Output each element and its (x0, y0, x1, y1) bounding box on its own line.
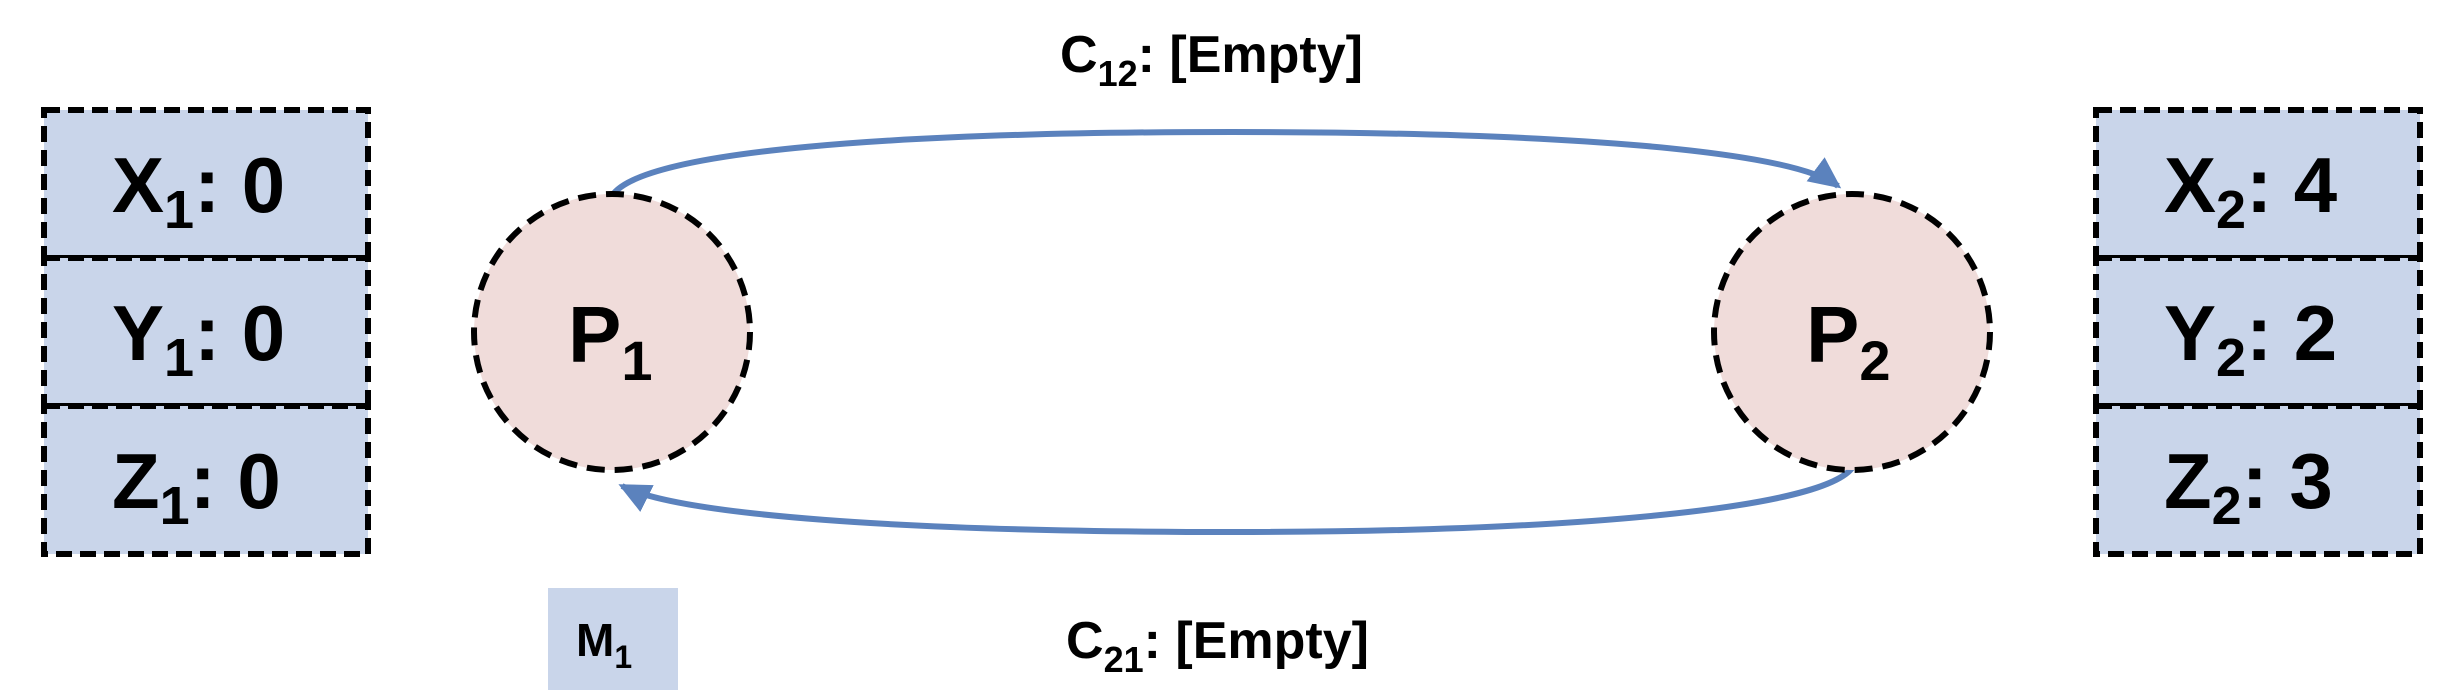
process-1-label: P1 (568, 290, 653, 392)
p1-var-x-value: 0 (242, 141, 285, 229)
channel-21-arrow (618, 466, 1855, 536)
channel-12-arrow (609, 128, 1842, 198)
p1-var-y-name: Y (112, 289, 164, 377)
p2-cell-x (2093, 107, 2423, 261)
p1-var-x: X1: 0 (112, 141, 285, 240)
p1-var-y: Y1: 0 (112, 289, 285, 388)
p2-var-y: Y2: 2 (2164, 289, 2337, 388)
channel-21-name: C (1066, 612, 1104, 670)
p1-cell-y (41, 255, 371, 409)
marker-m1-name: M (576, 614, 614, 666)
process-2-name: P (1806, 290, 1859, 379)
p2-var-y-value: 2 (2294, 289, 2337, 377)
p1-var-x-sep: : (194, 141, 242, 229)
p1-var-z-sep: : (190, 437, 238, 525)
marker-m1-label: M1 (576, 614, 632, 675)
p2-var-z-sep: : (2242, 437, 2290, 525)
channel-12-content: [Empty] (1169, 26, 1363, 84)
p2-var-z-value: 3 (2289, 437, 2332, 525)
process-1-circle (471, 191, 753, 473)
marker-m1-box (548, 588, 678, 690)
channel-21-label: C21: [Empty] (1066, 612, 1369, 680)
p2-var-x: X2: 4 (2164, 141, 2337, 240)
process-2-circle (1711, 191, 1993, 473)
p2-var-y-index: 2 (2216, 328, 2246, 388)
p2-cell-z (2093, 403, 2423, 557)
p1-var-z: Z1: 0 (112, 437, 281, 536)
process-2-index: 2 (1859, 329, 1890, 392)
channel-12-name: C (1060, 26, 1098, 84)
p2-var-y-name: Y (2164, 289, 2216, 377)
process-1-name: P (568, 290, 621, 379)
channel-12-sep: : (1138, 26, 1170, 84)
p1-var-x-name: X (112, 141, 164, 229)
p2-var-z-name: Z (2164, 437, 2212, 525)
process-2-state-table: X2: 4 Y2: 2 Z2: 3 (2093, 107, 2423, 557)
p1-var-z-index: 1 (160, 476, 190, 536)
p2-var-z: Z2: 3 (2164, 437, 2333, 536)
marker-m1: M1 (548, 588, 678, 690)
p2-var-y-sep: : (2246, 289, 2294, 377)
p1-var-y-value: 0 (242, 289, 285, 377)
process-2: P2 (1711, 191, 1993, 473)
p1-var-y-index: 1 (164, 328, 194, 388)
process-1-state-table: X1: 0 Y1: 0 Z1: 0 (41, 107, 371, 557)
p2-var-z-index: 2 (2212, 476, 2242, 536)
process-1-index: 1 (621, 329, 652, 392)
p1-var-z-name: Z (112, 437, 160, 525)
channel-21-content: [Empty] (1175, 612, 1369, 670)
p1-var-y-sep: : (194, 289, 242, 377)
p1-var-z-value: 0 (237, 437, 280, 525)
p1-cell-z (41, 403, 371, 557)
channel-12-label: C12: [Empty] (1060, 26, 1363, 94)
process-1: P1 (471, 191, 753, 473)
channel-21-sep: : (1144, 612, 1176, 670)
p2-cell-y (2093, 255, 2423, 409)
process-2-label: P2 (1806, 290, 1891, 392)
p2-var-x-index: 2 (2216, 180, 2246, 240)
channel-12-index: 12 (1098, 53, 1138, 94)
channel-21-index: 21 (1104, 639, 1144, 680)
p2-var-x-value: 4 (2294, 141, 2337, 229)
p2-var-x-sep: : (2246, 141, 2294, 229)
marker-m1-index: 1 (614, 639, 632, 675)
p2-var-x-name: X (2164, 141, 2216, 229)
p1-var-x-index: 1 (164, 180, 194, 240)
